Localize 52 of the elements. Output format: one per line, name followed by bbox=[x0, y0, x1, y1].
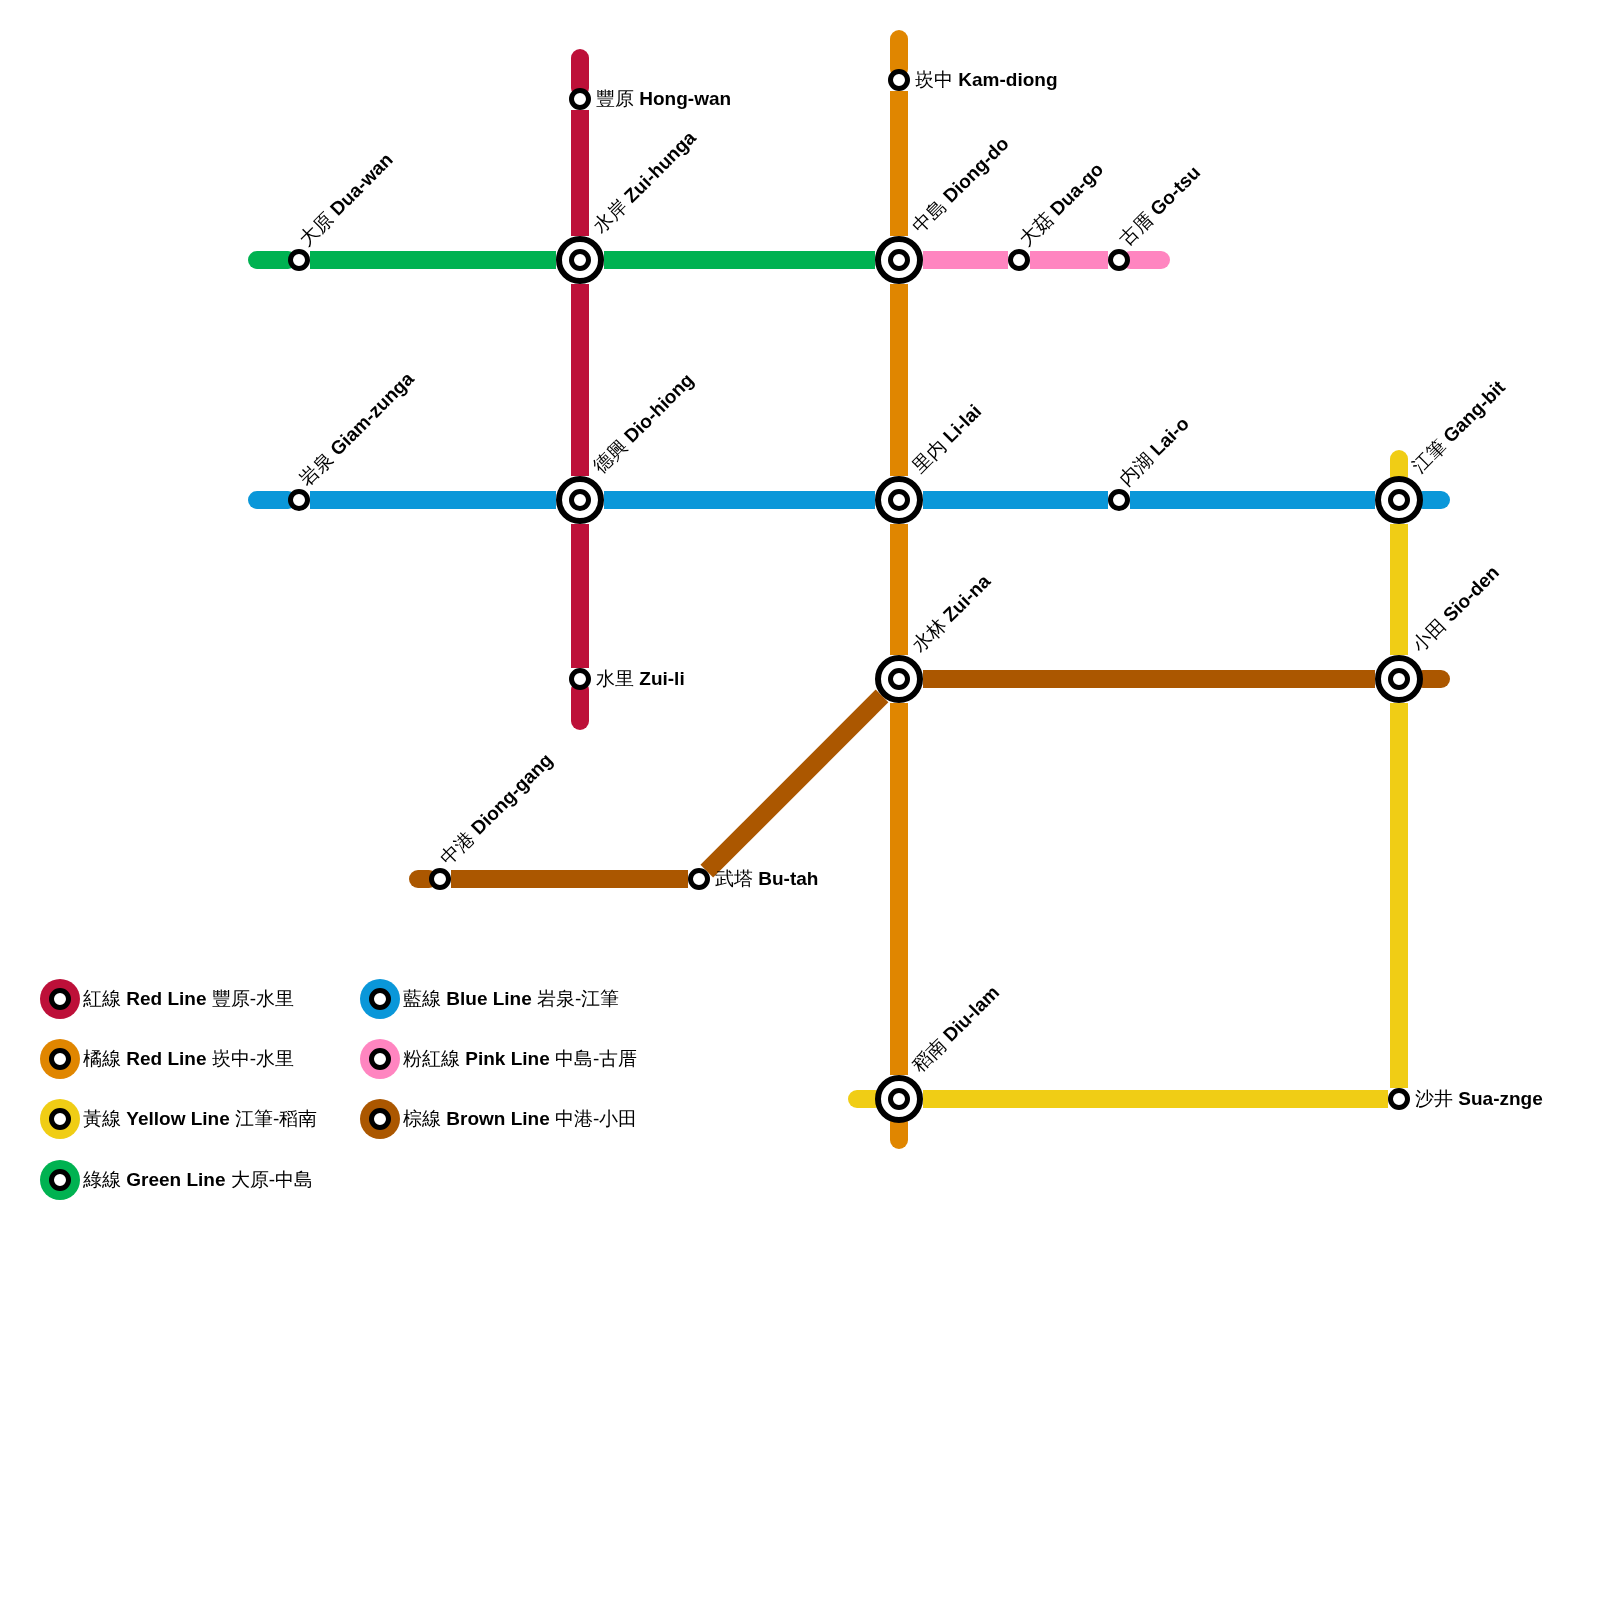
track-segment bbox=[310, 491, 556, 509]
station-marker bbox=[1108, 249, 1130, 271]
station-marker bbox=[1388, 1088, 1410, 1110]
track-segment bbox=[1130, 491, 1375, 509]
legend-label: 橘線 Red Line 崁中-水里 bbox=[83, 1048, 295, 1070]
track-segment bbox=[1390, 524, 1408, 655]
track-segment bbox=[451, 870, 688, 888]
track-segment bbox=[890, 703, 908, 1075]
track-segment bbox=[890, 284, 908, 476]
interchange-station-marker bbox=[875, 655, 923, 703]
station-marker bbox=[569, 668, 591, 690]
station-label: 崁中 Kam-diong bbox=[915, 69, 1058, 91]
track-segment bbox=[890, 524, 908, 655]
interchange-station-marker bbox=[875, 236, 923, 284]
track-segment bbox=[923, 670, 1375, 688]
track-segment bbox=[1390, 703, 1408, 1088]
legend-label: 粉紅線 Pink Line 中島-古厝 bbox=[403, 1048, 638, 1070]
station-label: 沙井 Sua-znge bbox=[1415, 1088, 1543, 1110]
station-label: 豐原 Hong-wan bbox=[596, 88, 732, 110]
legend-label: 藍線 Blue Line 岩泉-江筆 bbox=[403, 988, 620, 1010]
track-segment bbox=[700, 689, 889, 878]
track-segment bbox=[604, 491, 875, 509]
track-segment bbox=[571, 284, 589, 476]
legend-label: 黃線 Yellow Line 江筆-稻南 bbox=[83, 1108, 318, 1130]
track-segment bbox=[310, 251, 556, 269]
track-segment bbox=[890, 91, 908, 236]
legend-label: 紅線 Red Line 豐原-水里 bbox=[83, 988, 295, 1010]
station-marker bbox=[288, 489, 310, 511]
station-marker bbox=[688, 868, 710, 890]
station-marker bbox=[429, 868, 451, 890]
track-segment bbox=[1030, 251, 1108, 269]
track-segment bbox=[923, 1090, 1388, 1108]
track-segment bbox=[571, 110, 589, 236]
legend-label: 綠線 Green Line 大原-中島 bbox=[83, 1169, 314, 1191]
station-marker bbox=[288, 249, 310, 271]
station-label: 水里 Zui-li bbox=[596, 668, 685, 690]
legend-label: 棕線 Brown Line 中港-小田 bbox=[403, 1108, 638, 1130]
interchange-station-marker bbox=[875, 476, 923, 524]
track-segment bbox=[604, 251, 875, 269]
track-segment bbox=[571, 524, 589, 668]
station-marker bbox=[888, 69, 910, 91]
interchange-station-marker bbox=[1375, 476, 1423, 524]
station-label: 武塔 Bu-tah bbox=[715, 868, 819, 890]
station-marker bbox=[569, 88, 591, 110]
interchange-station-marker bbox=[875, 1075, 923, 1123]
station-marker bbox=[1008, 249, 1030, 271]
interchange-station-marker bbox=[1375, 655, 1423, 703]
track-segment bbox=[923, 251, 1008, 269]
station-marker bbox=[1108, 489, 1130, 511]
track-segment bbox=[923, 491, 1108, 509]
interchange-station-marker bbox=[556, 236, 604, 284]
interchange-station-marker bbox=[556, 476, 604, 524]
